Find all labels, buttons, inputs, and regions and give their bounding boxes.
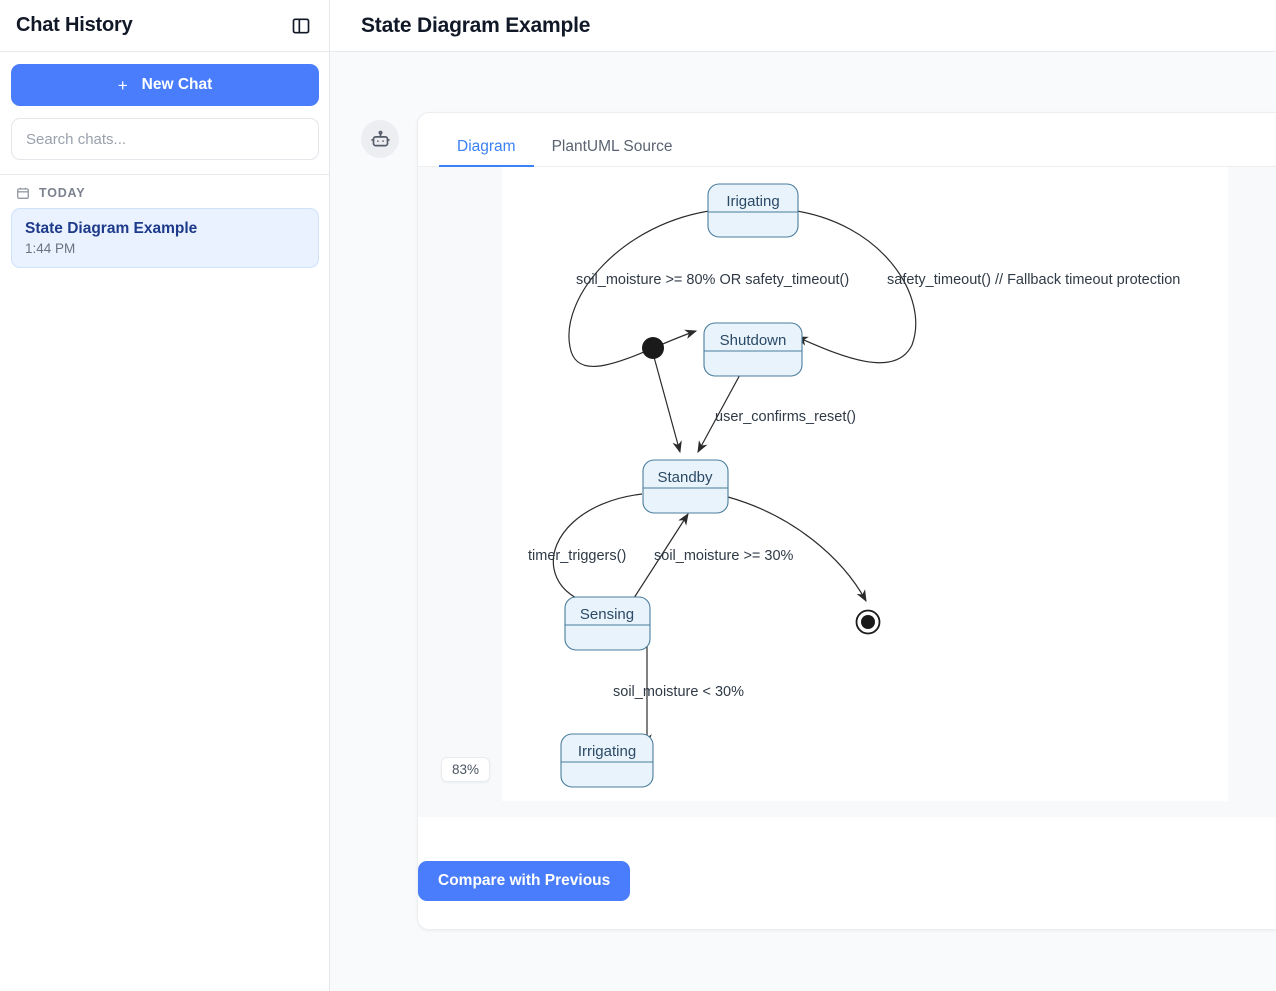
- tab-diagram[interactable]: Diagram: [439, 138, 534, 167]
- state-label-standby: Standby: [657, 469, 713, 486]
- assistant-message: Diagram PlantUML Source: [361, 112, 1276, 930]
- chat-list: State Diagram Example 1:44 PM: [0, 208, 329, 991]
- edge-label-3: user_confirms_reset(): [715, 409, 856, 425]
- main-area: State Diagram Example Diagram: [330, 0, 1276, 991]
- zoom-level-badge[interactable]: 83%: [441, 757, 491, 782]
- initial-state-marker: [642, 337, 664, 359]
- state-node-shutdown[interactable]: Shutdown: [703, 322, 803, 377]
- compare-with-previous-button[interactable]: Compare with Previous: [418, 861, 631, 901]
- state-node-irrigating[interactable]: Irrigating: [560, 733, 654, 788]
- edge-sensing-standby: [631, 512, 689, 602]
- main-header: State Diagram Example: [330, 0, 1276, 52]
- edge-label-7: soil_moisture < 30%: [613, 684, 744, 700]
- edge-start-standby: [653, 356, 682, 454]
- panel-left-icon[interactable]: [289, 14, 313, 38]
- state-label-irigating: Irigating: [726, 193, 779, 210]
- state-label-irrigating: Irrigating: [578, 743, 636, 760]
- sidebar-header: Chat History: [0, 0, 329, 52]
- state-label-shutdown: Shutdown: [720, 332, 787, 349]
- chat-group-label: TODAY: [39, 186, 86, 200]
- state-node-irigating[interactable]: Irigating: [707, 183, 799, 238]
- sidebar-title: Chat History: [16, 14, 133, 36]
- diagram-tabpanel: soil_moisture >= 80% OR safety_timeout()…: [418, 167, 1276, 817]
- sidebar-item-state-diagram-example[interactable]: State Diagram Example 1:44 PM: [11, 208, 319, 269]
- chat-group-header: TODAY: [0, 175, 329, 208]
- sidebar: Chat History + New Chat: [0, 0, 330, 991]
- tab-plantuml-source[interactable]: PlantUML Source: [551, 138, 673, 155]
- sidebar-actions: + New Chat: [0, 52, 329, 175]
- diagram-canvas[interactable]: soil_moisture >= 80% OR safety_timeout()…: [502, 167, 1228, 801]
- edge-standby-final: [727, 496, 867, 603]
- artifact-footer: Compare with Previous: [418, 817, 1276, 929]
- state-node-standby[interactable]: Standby: [642, 459, 729, 514]
- edge-irigating-shutdown-left: [568, 209, 717, 367]
- chat-item-time: 1:44 PM: [25, 241, 76, 257]
- edge-label-5: soil_moisture >= 30%: [654, 548, 794, 564]
- edge-shutdown-standby: [697, 370, 743, 454]
- artifact-tabbar: Diagram PlantUML Source: [418, 113, 1276, 167]
- new-chat-button[interactable]: + New Chat: [11, 64, 319, 106]
- search-input[interactable]: [11, 118, 319, 160]
- chat-item-title: State Diagram Example: [25, 220, 198, 237]
- state-diagram-svg: soil_moisture >= 80% OR safety_timeout()…: [528, 183, 1180, 788]
- state-node-sensing[interactable]: Sensing: [564, 596, 651, 651]
- calendar-icon: [16, 186, 30, 200]
- artifact-card: Diagram PlantUML Source: [417, 112, 1276, 930]
- edge-label-1: safety_timeout() // Fallback timeout pro…: [887, 272, 1180, 288]
- new-chat-label: New Chat: [141, 76, 213, 93]
- robot-icon: [361, 120, 399, 158]
- conversation-body: Diagram PlantUML Source: [330, 52, 1276, 991]
- edge-label-4: timer_triggers(): [528, 548, 626, 564]
- state-label-sensing: Sensing: [580, 606, 634, 623]
- page-title: State Diagram Example: [361, 13, 591, 37]
- final-state-marker: [855, 609, 881, 635]
- edge-irigating-shutdown-right: [789, 209, 917, 364]
- plus-icon: +: [117, 75, 128, 95]
- edge-label-0: soil_moisture >= 80% OR safety_timeout(): [576, 272, 849, 288]
